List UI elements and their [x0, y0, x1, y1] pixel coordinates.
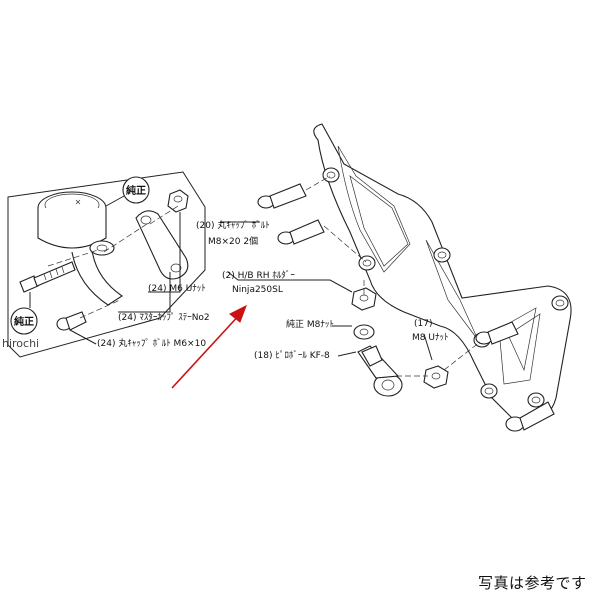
holder-lower-bolt: [505, 401, 555, 432]
red-arrow-icon: [171, 304, 247, 389]
cap-bolt-m6x10: [56, 311, 87, 331]
junsei-m8-nut: [351, 287, 377, 311]
reservoir-mount-bolt: [19, 261, 76, 293]
label-holder-2: Ninja250SL: [232, 285, 283, 295]
m6-u-nut: [167, 189, 189, 213]
junsei-callout-left: [10, 307, 38, 335]
label-cap-bolt-m8x20-2: M8×20 2個: [208, 235, 258, 247]
handlebar-holder-plate: [313, 123, 572, 421]
label-junsei-top: 純正: [126, 184, 146, 197]
watermark-text: hirochi: [2, 337, 40, 350]
label-cap-bolt-m8x20-1: (20) 丸ｷｬｯﾌﾟ ﾎﾞﾙﾄ: [196, 219, 270, 231]
master-cup-reservoir: [37, 191, 123, 306]
label-junsei-m8-nut: 純正 M8ﾅｯﾄ: [286, 318, 334, 330]
cap-bolt-m8x20-upper: [257, 183, 307, 209]
master-cup-stay-plate: [135, 210, 189, 280]
holder-mid-bolt: [475, 321, 519, 345]
pillow-ball-rod-end: [357, 345, 403, 397]
reference-photo-caption: 写真は参考です: [478, 574, 587, 592]
m8-u-nut: [423, 365, 449, 389]
label-master-cup-stay: (24) ﾏｽﾀｰｶｯﾌﾟ ｽﾃｰNo2: [118, 312, 210, 323]
label-junsei-left: 純正: [14, 315, 34, 328]
junsei-callout-top: [122, 176, 150, 204]
label-cap-bolt-m6x10: (24) 丸ｷｬｯﾌﾟ ﾎﾞﾙﾄ M6×10: [97, 337, 206, 349]
assembly-group-outline: [7, 171, 206, 358]
label-m8-u-nut-number: (17): [414, 319, 432, 329]
label-m8-u-nut: M8 Uﾅｯﾄ: [412, 332, 448, 343]
label-m6-u-nut: (24) M6 Uﾅｯﾄ: [148, 283, 206, 294]
label-pillow-ball: (18) ﾋﾟﾛﾎﾞｰﾙ KF-8: [254, 350, 330, 361]
washer: [353, 324, 375, 340]
cap-bolt-m8x20-lower: [277, 219, 325, 245]
label-holder-1: (2) H/B RH ﾎﾙﾀﾞｰ: [222, 270, 295, 281]
